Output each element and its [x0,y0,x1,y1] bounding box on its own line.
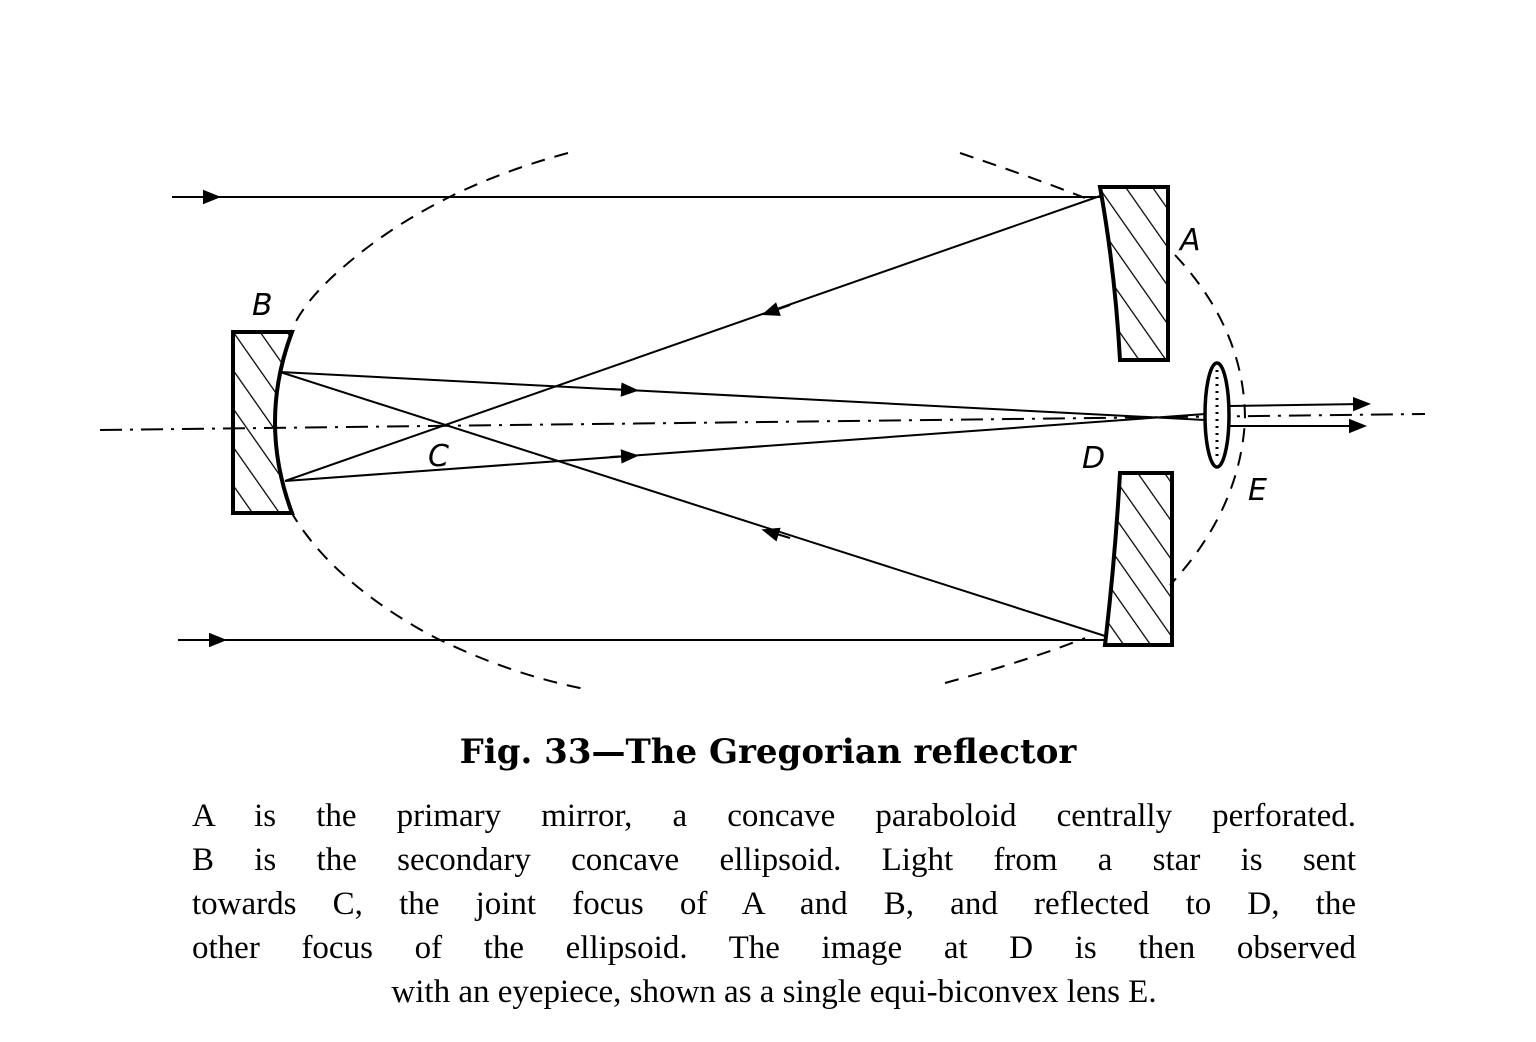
primary-mirror-a-top [1097,185,1170,362]
figure-title: Fig. 33—The Gregorian reflector [459,732,1077,772]
label-d: D [1082,441,1105,476]
label-e: E [1248,473,1267,508]
caption-line: B is the secondary concave ellipsoid. Li… [192,842,1356,878]
label-a: A [1178,223,1201,258]
caption-line: towards C, the joint focus of A and B, a… [192,886,1356,922]
optical-axis [99,413,1426,431]
label-c: C [428,439,449,474]
caption-line: with an eyepiece, shown as a single equi… [391,974,1157,1010]
secondary-mirror-b [231,330,295,515]
caption-line: other focus of the ellipsoid. The image … [192,930,1356,966]
primary-mirror-a-bottom [1102,471,1174,647]
dashed-ellipse [289,152,1247,691]
eyepiece-lens-e [1203,361,1231,469]
figure-caption: A is the primary mirror, a concave parab… [192,794,1356,1014]
reflected-rays [279,195,1371,637]
caption-line: A is the primary mirror, a concave parab… [192,798,1356,834]
label-b: B [252,288,273,323]
